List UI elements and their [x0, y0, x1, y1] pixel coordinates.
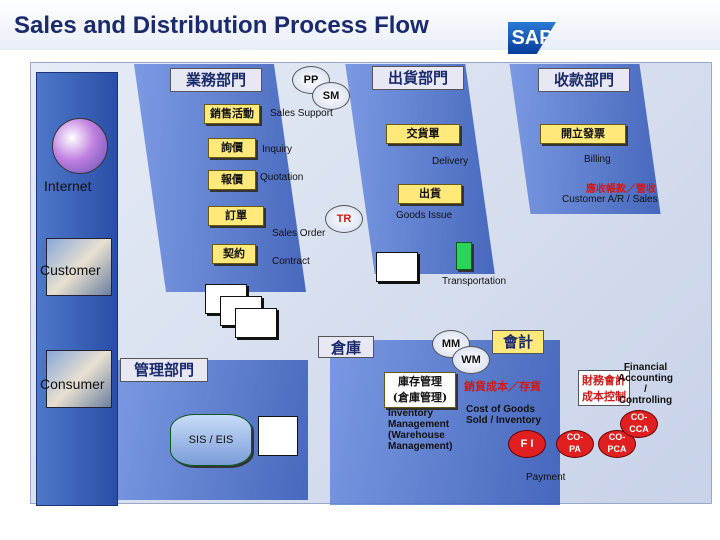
quotation-label: Quotation: [260, 172, 304, 183]
delivery-label: Delivery: [432, 156, 469, 167]
contract-label: Contract: [272, 256, 310, 267]
billing-label: Billing: [584, 154, 611, 165]
ar-en-label: Customer A/R / Sales: [562, 194, 658, 205]
delivery-box: 交貨單: [386, 124, 460, 144]
goods-issue-label: Goods Issue: [396, 210, 453, 221]
customer-document-3: [235, 308, 277, 338]
inquiry-label: Inquiry: [262, 144, 293, 155]
internet-globe-icon: [52, 118, 108, 174]
transportation-label: Transportation: [442, 276, 507, 287]
goods-issue-box: 出貨: [398, 184, 462, 204]
fi-module: F I: [508, 430, 546, 458]
consumer-label: Consumer: [40, 376, 105, 392]
wm-module: WM: [452, 346, 490, 374]
ar-zh-label: 應收帳款／營收: [586, 184, 656, 195]
consumer-photo: [46, 350, 112, 408]
customer-label: Customer: [40, 262, 101, 278]
accounting-header: 會計: [492, 330, 544, 354]
sales-support-label: Sales Support: [270, 108, 333, 119]
finance-en-label: Financial Accounting / Controlling: [618, 362, 673, 406]
sis-eis-database: SIS / EIS: [170, 414, 252, 466]
co-pa-module: CO- PA: [556, 430, 594, 458]
inventory-mgmt-label: Inventory Management (Warehouse Manageme…: [388, 408, 453, 452]
inventory-mgmt-box: 庫存管理 (倉庫管理): [384, 372, 456, 408]
sales-activity-box: 銷售活動: [204, 104, 260, 124]
co-cca-module: CO- CCA: [620, 410, 658, 438]
payment-label: Payment: [526, 472, 566, 483]
warehouse-header: 倉庫: [318, 336, 374, 358]
cogs-en-label: Cost of Goods Sold / Inventory: [466, 404, 542, 426]
management-dept-header: 管理部門: [120, 358, 208, 382]
tr-module: TR: [325, 205, 363, 233]
customer-photo: [46, 238, 112, 296]
finance-zh-label: 財務會計 成本控制: [578, 370, 630, 406]
contract-box: 契約: [212, 244, 256, 264]
quotation-box: 報價: [208, 170, 256, 190]
title-bar: [0, 0, 720, 50]
order-box: 訂單: [208, 206, 264, 226]
contract-document: [376, 252, 418, 282]
page-title: Sales and Distribution Process Flow: [14, 12, 429, 39]
internet-label: Internet: [44, 178, 92, 194]
shipping-dept-header: 出貨部門: [372, 66, 464, 90]
billing-box: 開立發票: [540, 124, 626, 144]
chart-graph-icon: [258, 416, 298, 456]
sales-dept-header: 業務部門: [170, 68, 262, 92]
receivable-dept-header: 收款部門: [538, 68, 630, 92]
sales-order-label: Sales Order: [272, 228, 326, 239]
warehouse-stripe: [330, 340, 560, 505]
sm-module: SM: [312, 82, 350, 110]
inquiry-box: 詢價: [208, 138, 256, 158]
transportation-marker: [456, 242, 472, 270]
cogs-zh-label: 銷貨成本／存貨: [464, 380, 541, 393]
